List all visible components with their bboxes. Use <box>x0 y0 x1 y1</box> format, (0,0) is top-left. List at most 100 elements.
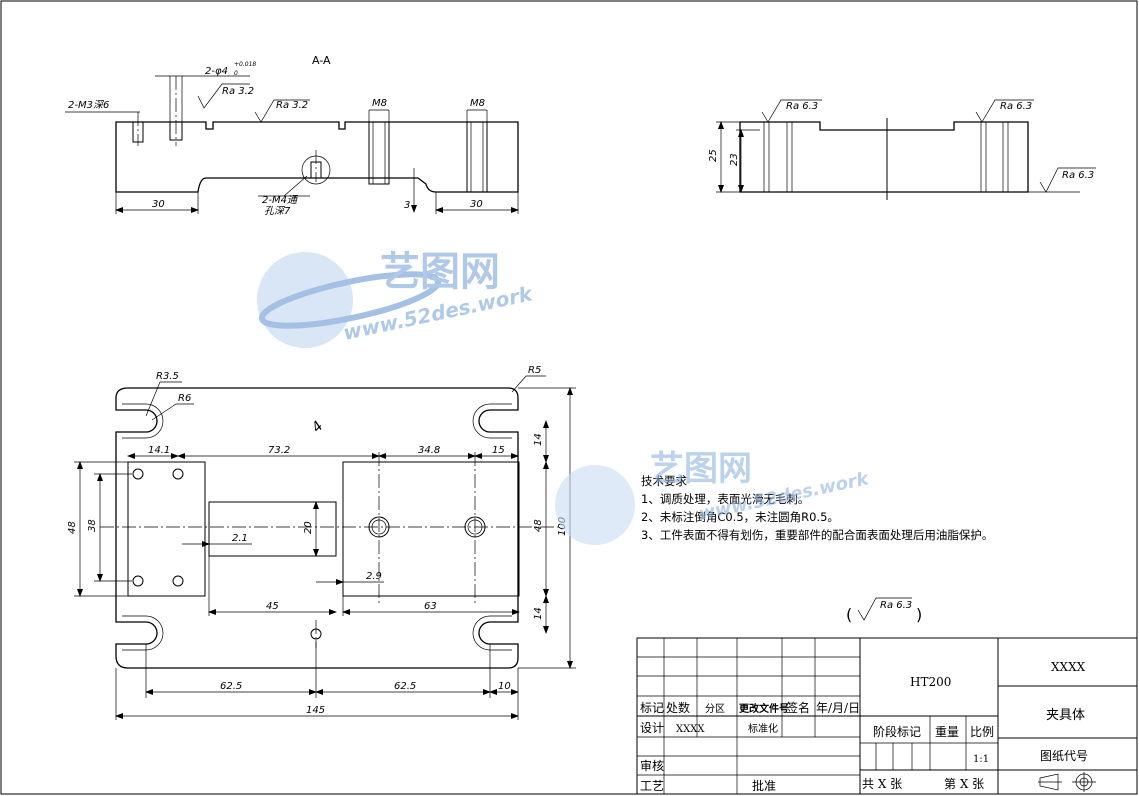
note-line-1: 1、调质处理，表面光滑无毛刺。 <box>641 492 809 506</box>
header-mark: 标记 <box>640 701 664 715</box>
dim-62-5-a: 62.5 <box>220 681 242 692</box>
designer-value: XXXX <box>676 724 705 735</box>
dim-38: 38 <box>87 519 98 532</box>
side-roughness-1: Ra 6.3 <box>786 101 818 112</box>
dim-2-1: 2.1 <box>232 533 248 544</box>
header-sign: 签名 <box>786 700 810 715</box>
roughness-1: Ra 3.2 <box>222 86 254 97</box>
svg-text:): ) <box>916 605 922 624</box>
dim-25: 25 <box>708 149 719 162</box>
sheets-total: 共 X 张 <box>862 777 902 791</box>
dim-62-5-b: 62.5 <box>394 681 416 692</box>
watermark-brand: 艺图网 <box>380 249 500 295</box>
roughness-symbol <box>197 83 250 109</box>
callout-m4: 2-M4通 <box>262 194 299 206</box>
hole <box>132 575 144 587</box>
note-line-2: 2、未标注倒角C0.5，未注圆角R0.5。 <box>641 510 839 524</box>
roughness-symbol <box>761 99 822 123</box>
general-roughness: ( Ra 6.3 ) <box>846 597 922 624</box>
side-body <box>739 121 1029 193</box>
process-label: 工艺 <box>640 779 664 793</box>
scale-label: 比例 <box>970 725 994 739</box>
dim-15: 15 <box>492 445 505 456</box>
callout-m4-sub: 孔深7 <box>264 205 291 217</box>
plan-outline <box>115 387 519 669</box>
hole <box>132 468 144 480</box>
m8-hole-left <box>368 121 390 185</box>
callout-phi4-tol-low: 0 <box>234 70 238 77</box>
dim-23: 23 <box>729 153 740 166</box>
side-roughness-3: Ra 6.3 <box>1062 170 1094 181</box>
roughness-symbol <box>254 99 310 123</box>
radius-r6: R6 <box>178 393 191 404</box>
sheet-no: 第 X 张 <box>944 777 984 791</box>
header-change-doc: 更改文件号 <box>739 702 789 715</box>
callout-m8-left: M8 <box>372 98 387 109</box>
dim-63: 63 <box>424 601 437 612</box>
callout-m3: 2-M3深6 <box>68 99 109 111</box>
section-view: A-A 2-M3深6 2-φ4 +0.018 0 M8 <box>65 54 519 217</box>
section-body <box>115 121 519 193</box>
scale-value: 1:1 <box>973 754 989 765</box>
plan-mark: 4 <box>309 418 327 436</box>
dim-48-left: 48 <box>67 521 78 534</box>
dim-depth-3: 3 <box>404 200 410 211</box>
left-pocket <box>127 461 206 597</box>
radius-r5: R5 <box>528 365 541 376</box>
radius-r3-5: R3.5 <box>156 371 179 382</box>
watermark-brand: 艺图网 <box>650 449 752 489</box>
header-count: 处数 <box>666 700 690 715</box>
watermark: 艺图网 www.52des.work <box>257 249 536 348</box>
material: HT200 <box>910 675 951 689</box>
technical-notes: 技术要求 1、调质处理，表面光滑无毛刺。 2、未标注倒角C0.5，未注圆角R0.… <box>641 474 993 542</box>
hole <box>172 468 184 480</box>
watermark-globe <box>555 465 635 545</box>
dim-145: 145 <box>306 705 325 716</box>
designer-label: 设计 <box>640 721 664 735</box>
dim-73-2: 73.2 <box>268 445 290 456</box>
right-pocket <box>342 461 520 597</box>
standardize-label: 标准化 <box>748 722 778 735</box>
center-slot <box>208 501 337 557</box>
hole <box>172 575 184 587</box>
weight-label: 重量 <box>935 725 959 739</box>
review-label: 审核 <box>640 758 664 773</box>
dim-14-1: 14.1 <box>148 445 170 456</box>
roughness-symbol <box>1039 167 1096 193</box>
watermark-globe <box>257 252 353 348</box>
header-date: 年/月/日 <box>816 701 860 715</box>
plan-view: 4 R3.5 R6 R5 14.1 73.2 34.8 15 14 48 14 … <box>67 365 576 720</box>
side-view: 25 23 Ra 6.3 Ra 6.3 Ra 6.3 <box>708 99 1096 200</box>
dim-45: 45 <box>266 601 279 612</box>
part-name: 夹具体 <box>1046 708 1085 723</box>
dim-10: 10 <box>498 681 511 692</box>
dim-48-right: 48 <box>533 519 544 532</box>
company: XXXX <box>1051 660 1086 674</box>
callout-m8-right: M8 <box>470 98 485 109</box>
callout-phi4-tol: +0.018 <box>234 61 256 68</box>
side-roughness-2: Ra 6.3 <box>1000 101 1032 112</box>
projection-symbol-icon <box>1038 772 1096 792</box>
general-roughness-value: Ra 6.3 <box>880 600 912 611</box>
roughness-symbol <box>975 99 1034 123</box>
note-line-3: 3、工件表面不得有划伤，重要部件的配合面表面处理后用油脂保护。 <box>641 528 993 542</box>
dim-2-9: 2.9 <box>366 571 382 582</box>
dim-14-bot: 14 <box>533 607 544 620</box>
header-zone: 分区 <box>705 703 725 715</box>
dim-30-left: 30 <box>152 199 165 210</box>
roughness-symbol <box>857 597 912 621</box>
roughness-2: Ra 3.2 <box>276 100 308 111</box>
section-label: A-A <box>312 54 331 67</box>
approve-label: 批准 <box>752 778 776 793</box>
dim-14-top: 14 <box>533 433 544 446</box>
callout-phi4: 2-φ4 <box>205 66 228 77</box>
m8-hole-right <box>466 121 488 193</box>
svg-text:(: ( <box>846 605 852 624</box>
dim-30-right: 30 <box>470 199 483 210</box>
drawing-code-label: 图纸代号 <box>1040 749 1088 763</box>
stage-label: 阶段标记 <box>873 724 921 739</box>
notes-title: 技术要求 <box>641 474 687 488</box>
dim-20: 20 <box>303 521 314 534</box>
